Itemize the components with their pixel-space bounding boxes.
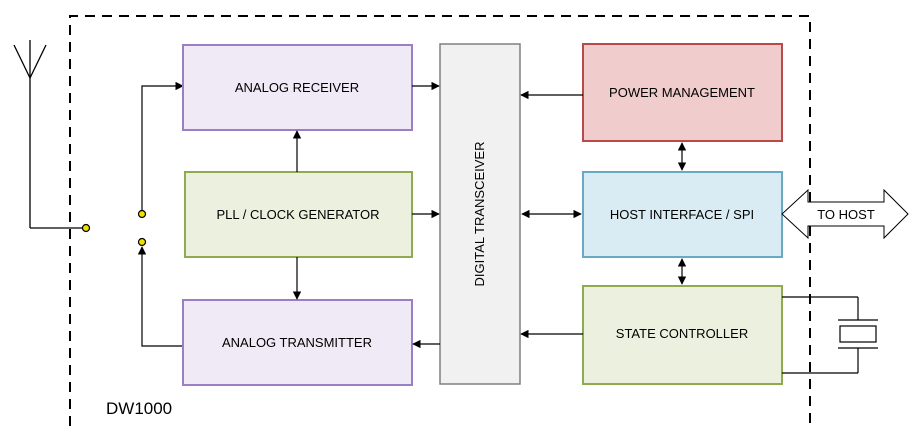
switch-rx-node [137,209,147,219]
analog-receiver-label: ANALOG RECEIVER [235,80,359,95]
pll-clock-label: PLL / CLOCK GENERATOR [216,207,379,222]
power-management-label: POWER MANAGEMENT [609,85,755,100]
rf-switch [81,209,147,247]
switch-tx-node [137,237,147,247]
digital-transceiver-block [439,43,521,385]
rx-path-arrow [141,81,184,210]
antenna-icon [13,40,86,229]
digital-transceiver-label: DIGITAL TRANSCEIVER [472,142,487,287]
switch-common-node [81,223,91,233]
state-controller-block [582,285,783,385]
to-host-label: TO HOST [817,207,875,222]
chip-boundary [69,15,811,426]
chip-name-label: DW1000 [106,399,172,418]
to-host-arrow [781,188,909,240]
tx-path-arrow [137,246,183,347]
analog-transmitter-block [182,299,413,386]
analog-receiver-block [182,44,413,131]
power-management-block [582,43,783,142]
analog-transmitter-label: ANALOG TRANSMITTER [222,335,372,350]
host-interface-label: HOST INTERFACE / SPI [610,207,754,222]
state-controller-label: STATE CONTROLLER [616,326,748,341]
crystal-icon [782,296,878,374]
